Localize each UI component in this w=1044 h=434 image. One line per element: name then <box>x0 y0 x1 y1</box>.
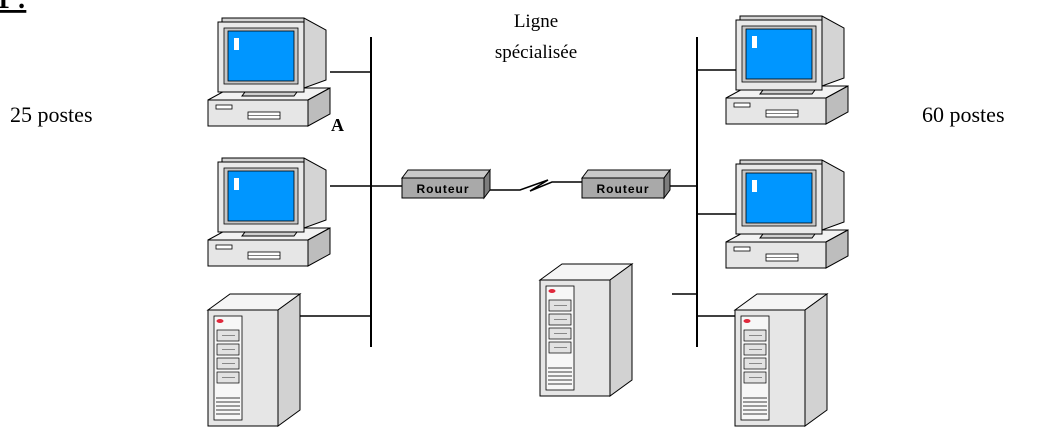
corner-heading: 1 : <box>0 0 26 15</box>
router-icon-right: Routeur <box>581 169 671 199</box>
router-icon-left: Routeur <box>401 169 491 199</box>
right-site-hosts-label: 60 postes <box>922 102 1005 127</box>
left-site-hosts-label: 25 postes <box>10 102 93 127</box>
host-a-marker: A <box>331 115 344 135</box>
serial-link-zigzag <box>490 179 582 192</box>
server-tower-icon <box>539 263 633 397</box>
router-label-left: Routeur <box>417 182 470 196</box>
link-label-line1: Ligne <box>514 11 558 32</box>
computer-icon <box>207 17 331 127</box>
computer-icon <box>207 157 331 267</box>
computer-icon <box>725 159 849 269</box>
link-label-line2: spécialisée <box>495 42 577 63</box>
server-tower-icon <box>207 293 301 427</box>
router-label-right: Routeur <box>597 182 650 196</box>
server-tower-icon <box>734 293 828 427</box>
computer-icon <box>725 15 849 125</box>
